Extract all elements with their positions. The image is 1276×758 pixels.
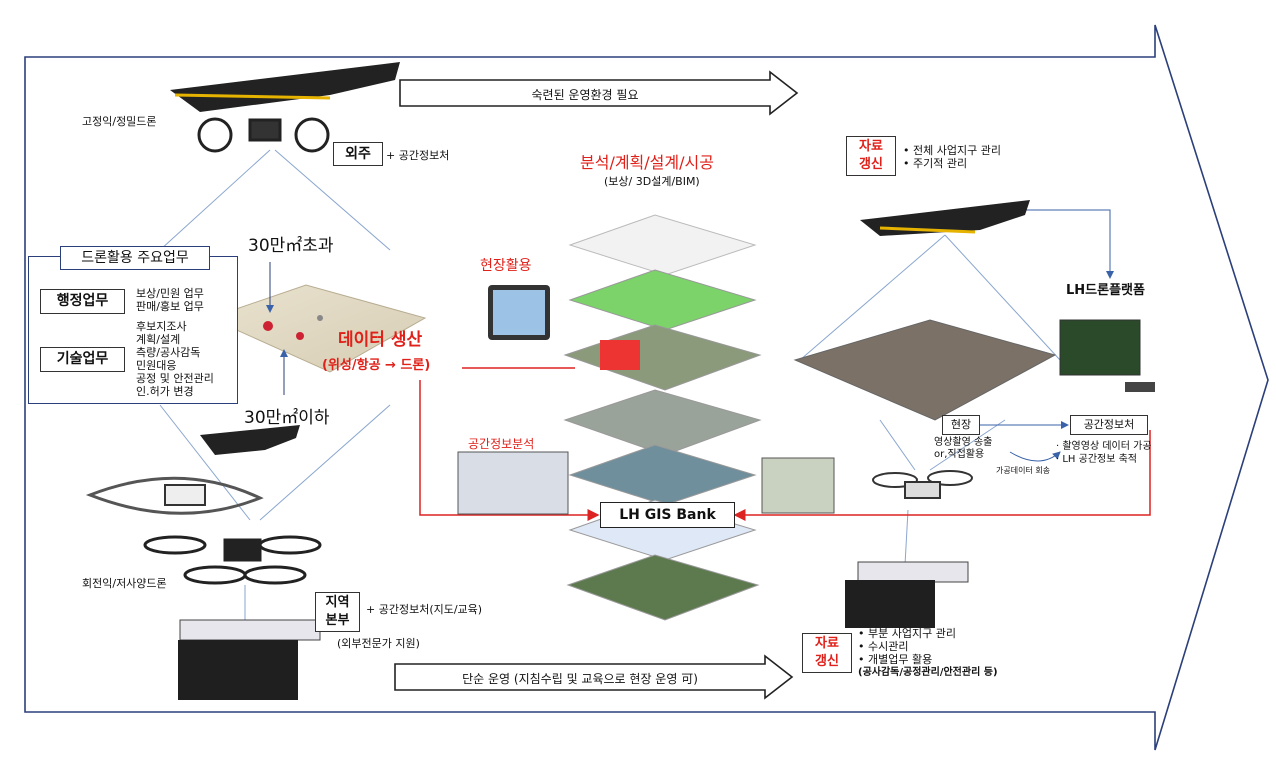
main-tasks-panel: [28, 256, 238, 404]
spatial-analysis-label: 공간정보분석: [468, 437, 535, 451]
regional-line2: 본부: [325, 613, 350, 628]
update-top-line1: 자료: [859, 139, 883, 154]
outsource-note: + 공간정보처: [386, 149, 450, 162]
gis-bank-box: LH GIS Bank: [600, 502, 735, 528]
update-bottom-line2: 갱신: [815, 654, 839, 669]
site-desc: 영상촬영 송출 or,직접활용: [934, 437, 992, 461]
layer-stack: [563, 214, 762, 621]
main-tasks-title: 드론활용 주요업무: [60, 246, 210, 270]
fixed-wing-drone-right: [860, 200, 1030, 236]
outsource-box: 외주: [333, 142, 383, 166]
data-production-title: 데이터 생산: [338, 330, 423, 350]
update-bottom-list: • 부분 사업지구 관리 • 수시관리 • 개별업무 활용 (공사감독/공정관리…: [858, 627, 998, 679]
regional-box: 지역 본부: [315, 592, 360, 632]
regional-sub: (외부전문가 지원): [337, 637, 420, 650]
fixed-wing-drone-top: [170, 62, 400, 112]
update-bottom-box: 자료 갱신: [802, 633, 852, 673]
bottom-arrow-label: 단순 운영 (지침수립 및 교육으로 현장 운영 可): [462, 672, 698, 686]
platform-label: LH드론플랫폼: [1066, 283, 1145, 298]
list-item: 계획/설계: [136, 333, 181, 346]
loop-label: 가공데이터 회송: [996, 466, 1051, 475]
admin-task-label: 행정업무: [40, 289, 125, 314]
update-top-list: • 전체 사업지구 관리 • 주기적 관리: [903, 144, 1001, 170]
regional-note: + 공간정보처(지도/교육): [366, 603, 483, 616]
ground-control-case-left: [178, 619, 321, 700]
site-box: 현장: [942, 415, 980, 435]
list-item: • 전체 사업지구 관리: [903, 144, 1001, 157]
list-item: 공정 및 안전관리: [136, 372, 214, 385]
list-item: • 수시관리: [858, 640, 909, 653]
list-item: · 촬영영상 데이터 가공: [1056, 441, 1152, 452]
admin-task-list: 보상/민원 업무 판매/홍보 업무: [136, 287, 204, 313]
tech-task-list: 후보지조사 계획/설계 측량/공사감독 민원대응 공정 및 안전관리 인.허가 …: [136, 320, 214, 398]
site-desc-line1: 영상촬영 송출: [934, 437, 993, 448]
field-use-label: 현장활용: [480, 258, 532, 274]
list-item: (공사감독/공정관리/안전관리 등): [858, 667, 998, 678]
list-item: 측량/공사감독: [136, 346, 201, 359]
spatial-dept-box: 공간정보처: [1070, 415, 1148, 435]
analysis-title: 분석/계획/설계/시공: [580, 153, 714, 172]
site-desc-line2: or,직접활용: [934, 449, 985, 460]
list-item: 보상/민원 업무: [136, 287, 204, 300]
update-top-box: 자료 갱신: [846, 136, 896, 176]
list-item: • 부분 사업지구 관리: [858, 627, 956, 640]
top-arrow-label: 숙련된 운영환경 필요: [531, 88, 639, 102]
list-item: 판매/홍보 업무: [136, 300, 204, 313]
spatial-dept-list: · 촬영영상 데이터 가공 · LH 공간정보 축적: [1056, 440, 1152, 466]
area-over-label: 30만㎡초과: [248, 236, 334, 256]
list-item: 후보지조사: [136, 320, 187, 333]
site-drone-right: [872, 470, 973, 499]
fixed-wing-drone-label: 고정익/정밀드론: [82, 115, 157, 128]
list-item: 인.허가 변경: [136, 385, 194, 398]
quad-drone-top: [197, 117, 330, 153]
area-under-label: 30만㎡이하: [244, 408, 330, 428]
list-item: • 개별업무 활용: [858, 653, 933, 666]
site-map-image: [208, 284, 427, 373]
list-item: 민원대응: [136, 359, 177, 372]
rotary-wing-drone-label: 회전익/저사양드론: [82, 577, 167, 590]
list-item: · LH 공간정보 축적: [1056, 454, 1138, 465]
regional-line1: 지역: [325, 595, 350, 610]
fixed-wing-drone-small: [200, 425, 300, 455]
list-item: • 주기적 관리: [903, 157, 968, 170]
tech-task-label: 기술업무: [40, 347, 125, 372]
update-bottom-line1: 자료: [815, 636, 839, 651]
rotary-drones: [85, 476, 322, 585]
data-production-sub: (위성/항공 → 드론): [322, 358, 431, 373]
ground-control-case-right: [845, 561, 969, 628]
update-top-line2: 갱신: [859, 157, 883, 172]
analysis-sub: (보상/ 3D설계/BIM): [604, 175, 700, 188]
